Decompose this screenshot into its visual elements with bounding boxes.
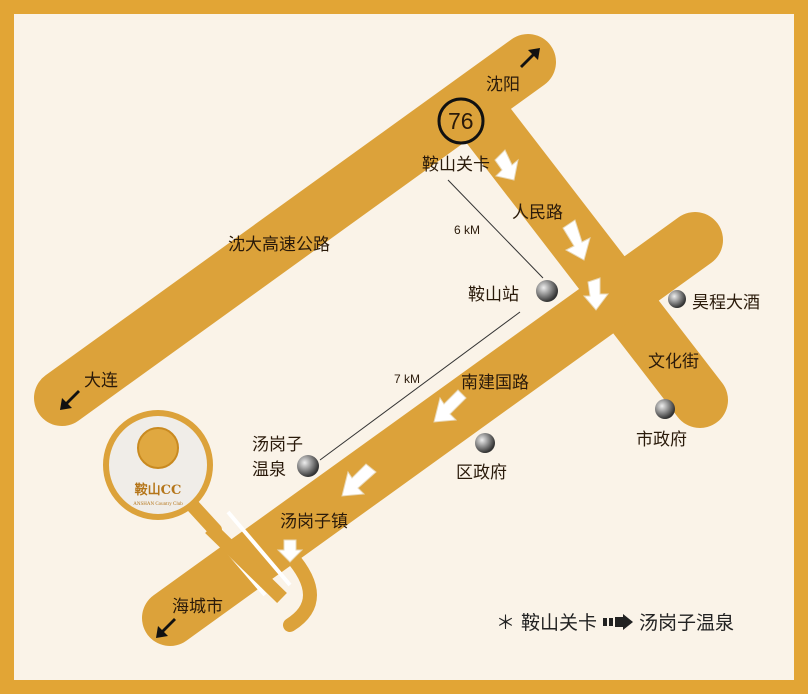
label-tanggangzi-town: 汤岗子镇 [280, 512, 348, 532]
anshan-cc-logo: 鞍山CC ANSHAN Country Club [103, 410, 222, 537]
label-toll: 鞍山关卡 [422, 155, 490, 175]
label-shenyang: 沈阳 [486, 75, 520, 95]
label-spring-1: 汤岗子 [252, 435, 303, 455]
label-wenhua-street: 文化街 [648, 352, 699, 372]
arrow-shenyang-icon [520, 48, 540, 68]
legend: ＊ 鞍山关卡 汤岗子温泉 [496, 608, 734, 635]
route-arrow-icon [276, 539, 304, 563]
label-spring-2: 温泉 [252, 460, 286, 480]
route-arrow-icon [433, 389, 467, 423]
svg-text:ANSHAN Country Club: ANSHAN Country Club [133, 502, 183, 507]
route-arrow-icon [582, 277, 609, 311]
distance-line-6km [447, 179, 544, 279]
distance-6km: 6 kM [454, 223, 481, 237]
label-renmin-road: 人民路 [512, 203, 563, 223]
svg-text:鞍山CC: 鞍山CC [135, 482, 182, 498]
marker-city-gov [655, 399, 675, 419]
road-nanjianguo [142, 212, 723, 646]
road-loop [283, 548, 317, 632]
marker-district-gov [475, 433, 495, 453]
label-nanjianguo-road: 南建国路 [461, 373, 529, 393]
marker-spring [297, 455, 319, 477]
route-arrow-icon [562, 219, 591, 261]
marker-hotel [668, 290, 686, 308]
legend-to: 汤岗子温泉 [639, 612, 735, 634]
label-city-gov: 市政府 [636, 430, 687, 450]
arrow-dalian-icon [60, 390, 80, 410]
label-dalian: 大连 [84, 371, 118, 391]
star-icon: ＊ [496, 612, 516, 634]
road-renmin-wenhua [450, 84, 728, 428]
route-76-badge [437, 97, 485, 145]
distance-line-7km [319, 311, 521, 461]
label-haicheng: 海城市 [172, 597, 223, 617]
route-number: 76 [448, 108, 474, 134]
label-highway: 沈大高速公路 [228, 235, 330, 255]
right-arrow-icon [603, 613, 634, 630]
legend-from: 鞍山关卡 [521, 612, 598, 634]
arrow-haicheng-icon [156, 618, 176, 638]
label-anshan-station: 鞍山站 [468, 285, 519, 305]
route-arrow-icon [341, 463, 377, 497]
label-district-gov: 区政府 [456, 463, 507, 483]
route-arrow-icon [494, 149, 519, 181]
label-hotel: 昊程大酒 [692, 293, 760, 313]
marker-anshan-station [536, 280, 558, 302]
distance-7km: 7 kM [394, 372, 421, 386]
